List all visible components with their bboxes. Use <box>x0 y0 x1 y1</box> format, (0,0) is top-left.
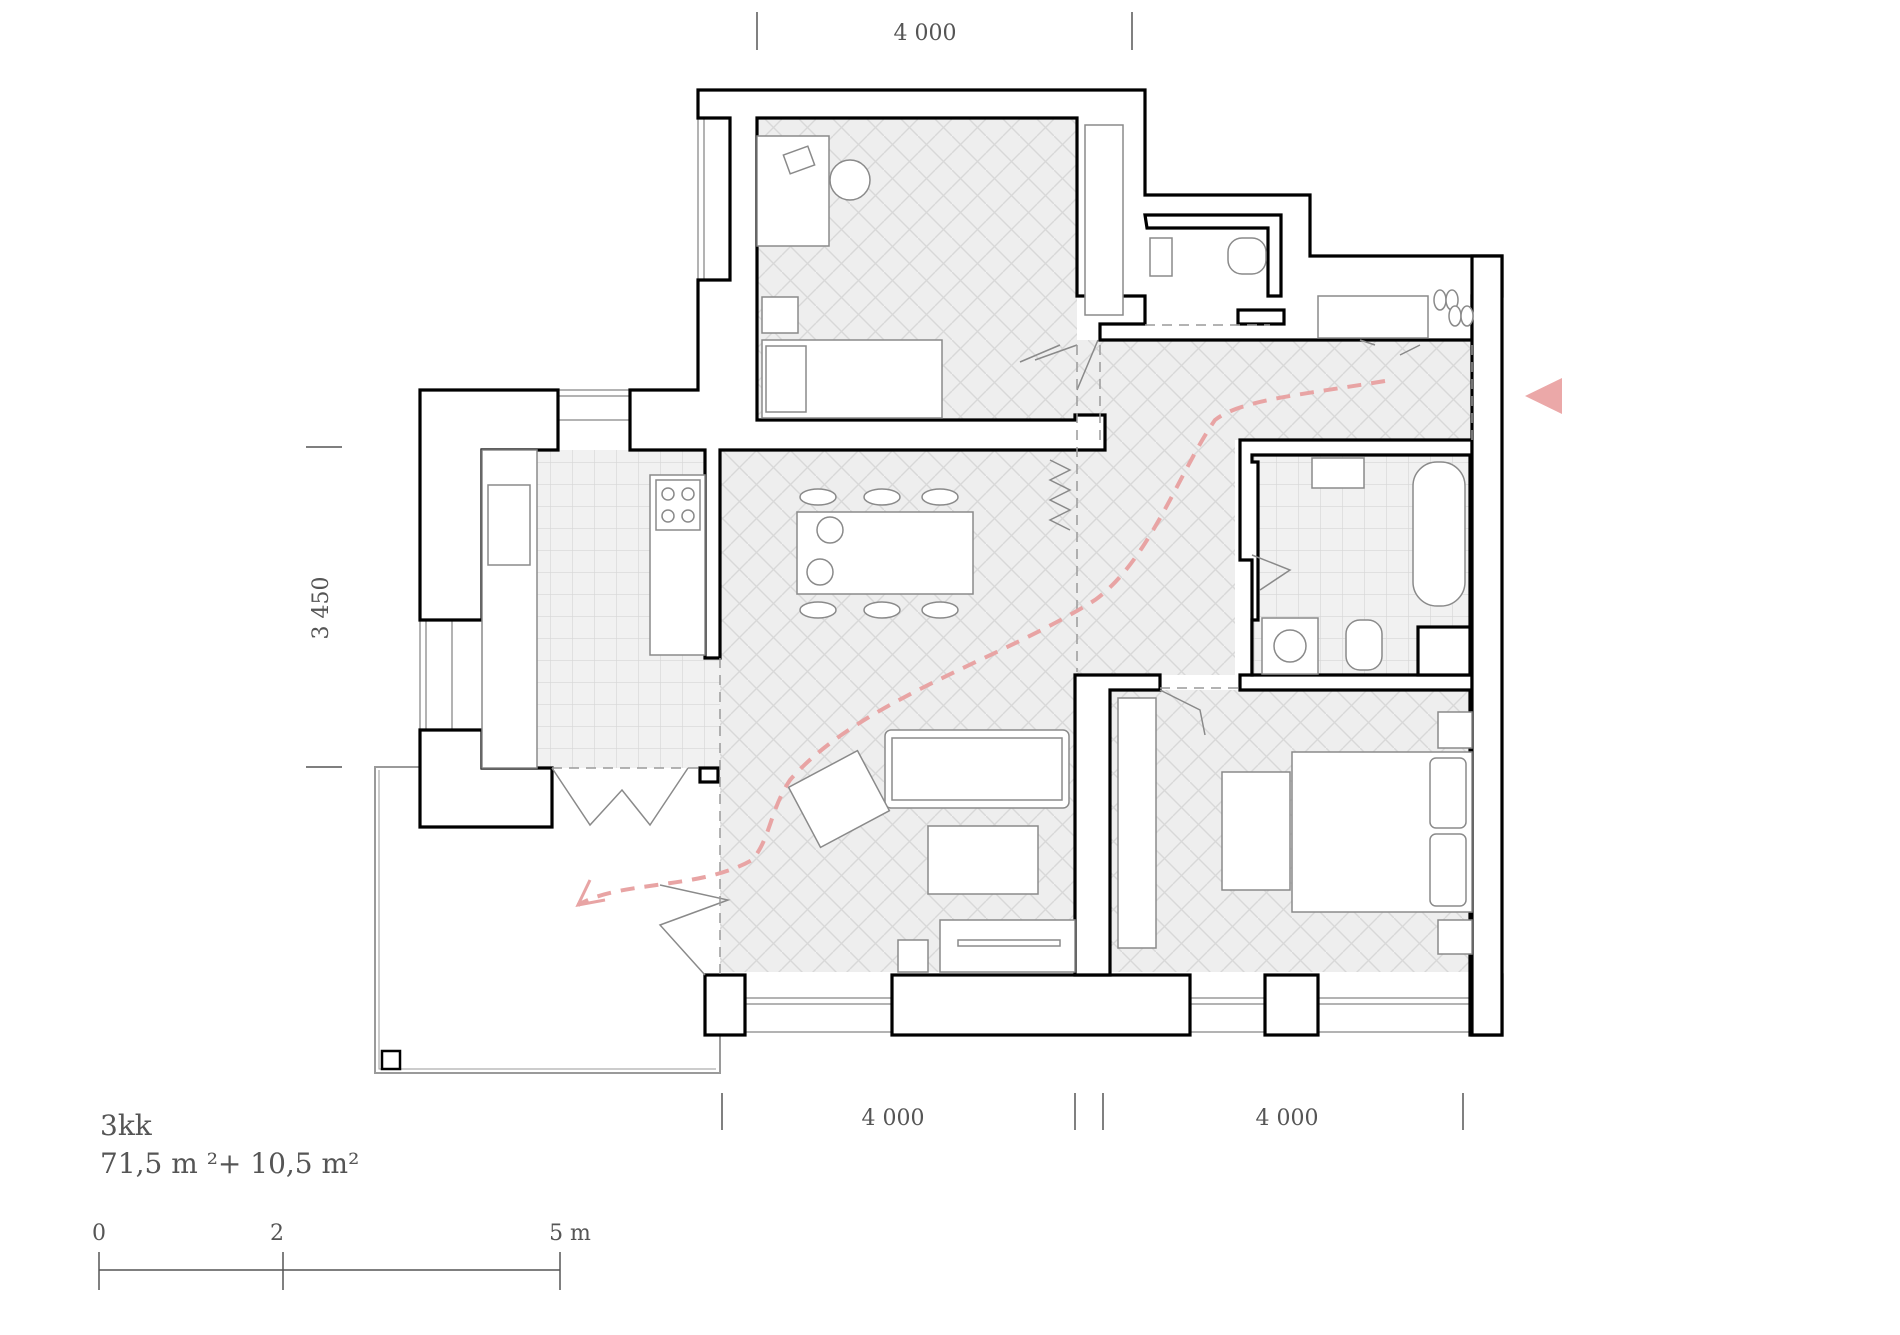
armchair <box>787 749 891 849</box>
wall-shaft <box>1416 625 1472 677</box>
shelf <box>897 939 929 973</box>
chair <box>829 159 871 201</box>
wall-pier-2 <box>890 973 1192 1037</box>
scale-tick-2: 2 <box>270 1221 284 1246</box>
wardrobe-small <box>1084 124 1124 316</box>
doors <box>551 339 1421 976</box>
kitchen-sink <box>487 484 531 566</box>
nightstand <box>761 296 799 334</box>
entrance-arrow-icon <box>1525 378 1562 414</box>
scale-tick-5: 5 m <box>549 1221 591 1246</box>
laptop-icon <box>782 145 816 175</box>
wall-right <box>1470 254 1504 1037</box>
scale-bar <box>98 1252 561 1290</box>
room-hall-entry <box>1100 345 1472 440</box>
wardrobe-master <box>1117 697 1157 949</box>
bathtub <box>1412 461 1466 607</box>
wall-pier-3 <box>1263 973 1320 1037</box>
bath-sink <box>1311 457 1365 489</box>
dim-top: 4 000 <box>894 21 957 46</box>
furniture <box>481 124 1474 973</box>
circulation-path <box>576 379 1386 907</box>
dim-left: 3 450 <box>309 577 334 640</box>
room-living-extra <box>1075 440 1235 675</box>
hall-wardrobe <box>1317 295 1429 339</box>
wall-wc-stub <box>1236 308 1286 326</box>
scale-tick-0: 0 <box>92 1221 106 1246</box>
dashed-lines <box>552 324 1473 975</box>
balcony <box>374 766 721 1074</box>
wall-wc <box>1143 213 1283 298</box>
wall-partition <box>1073 673 1162 977</box>
wall-column-kitchen <box>698 766 720 784</box>
cooktop <box>655 479 701 531</box>
nightstand-top <box>1437 711 1473 749</box>
nightstand-bottom <box>1437 919 1473 955</box>
wall-pier-1 <box>703 973 747 1037</box>
rug <box>927 825 1039 895</box>
dim-bottom-left: 4 000 <box>862 1106 925 1131</box>
unit-type: 3kk <box>100 1109 152 1142</box>
dim-bottom-right: 4 000 <box>1256 1106 1319 1131</box>
bench <box>1221 771 1291 891</box>
unit-area: 71,5 m ²+ 10,5 m² <box>100 1147 360 1180</box>
bath-toilet <box>1345 619 1383 671</box>
circulation-arrowhead <box>575 879 606 908</box>
wc-toilet <box>1227 237 1267 275</box>
windows <box>419 118 1470 1033</box>
dimension-lines <box>306 12 1464 1130</box>
wc-sink <box>1149 237 1173 277</box>
